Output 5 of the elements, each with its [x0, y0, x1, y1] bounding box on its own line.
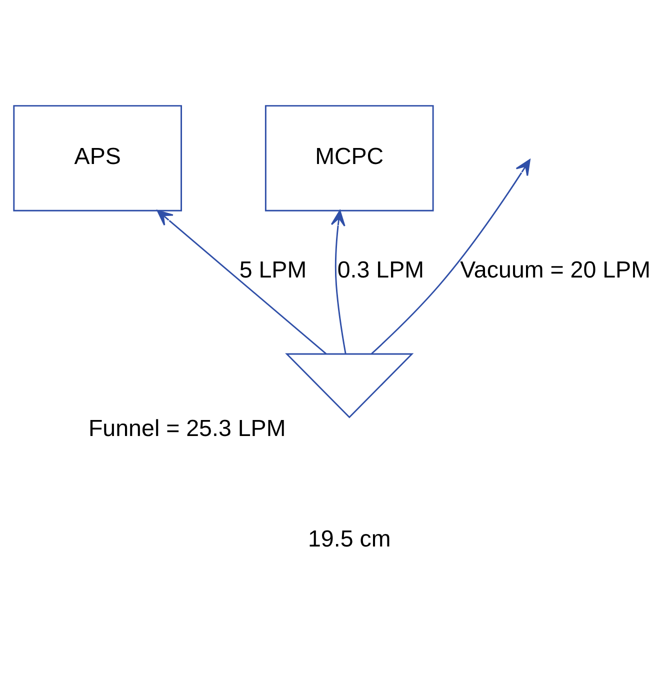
node-label: Funnel = 25.3 LPM — [88, 414, 286, 441]
edge-label: 5 LPM — [239, 256, 307, 282]
edge-label: Vacuum = 20 LPM — [460, 256, 650, 282]
label: 19.5 cm — [308, 526, 391, 552]
edge-label: 0.3 LPM — [337, 256, 424, 282]
